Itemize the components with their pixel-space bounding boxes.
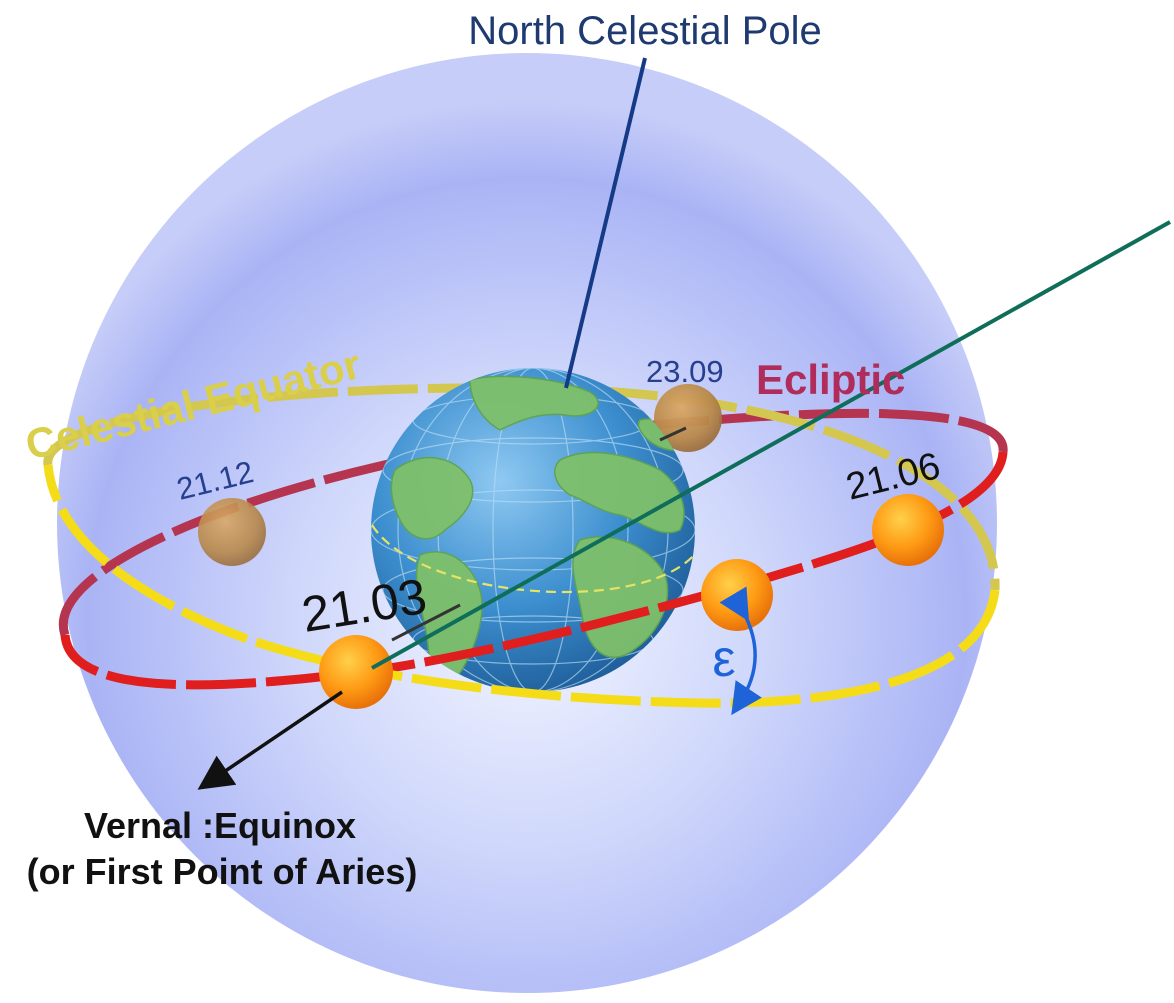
north-pole-label: North Celestial Pole <box>468 9 822 53</box>
first-point-aries-label: (or First Point of Aries) <box>27 851 418 892</box>
epsilon-arc <box>719 586 762 716</box>
sun-ecliptic-front <box>701 559 773 631</box>
vernal-arrow <box>197 690 343 790</box>
sun-june <box>872 494 944 566</box>
equator-front <box>43 464 1000 708</box>
north-pole-line <box>564 57 647 389</box>
earth <box>371 368 695 692</box>
sun-march <box>319 635 393 709</box>
ecliptic-label: Ecliptic <box>756 356 905 403</box>
date-september-label: 23.09 <box>646 354 724 389</box>
axis-stub-upper <box>659 426 687 442</box>
epsilon-label: ε <box>712 630 735 688</box>
sun-december <box>198 498 266 566</box>
axis-stub-lower <box>391 603 461 642</box>
sun-direction-line <box>371 220 1171 670</box>
vernal-equinox-label: Vernal :Equinox <box>84 805 356 846</box>
